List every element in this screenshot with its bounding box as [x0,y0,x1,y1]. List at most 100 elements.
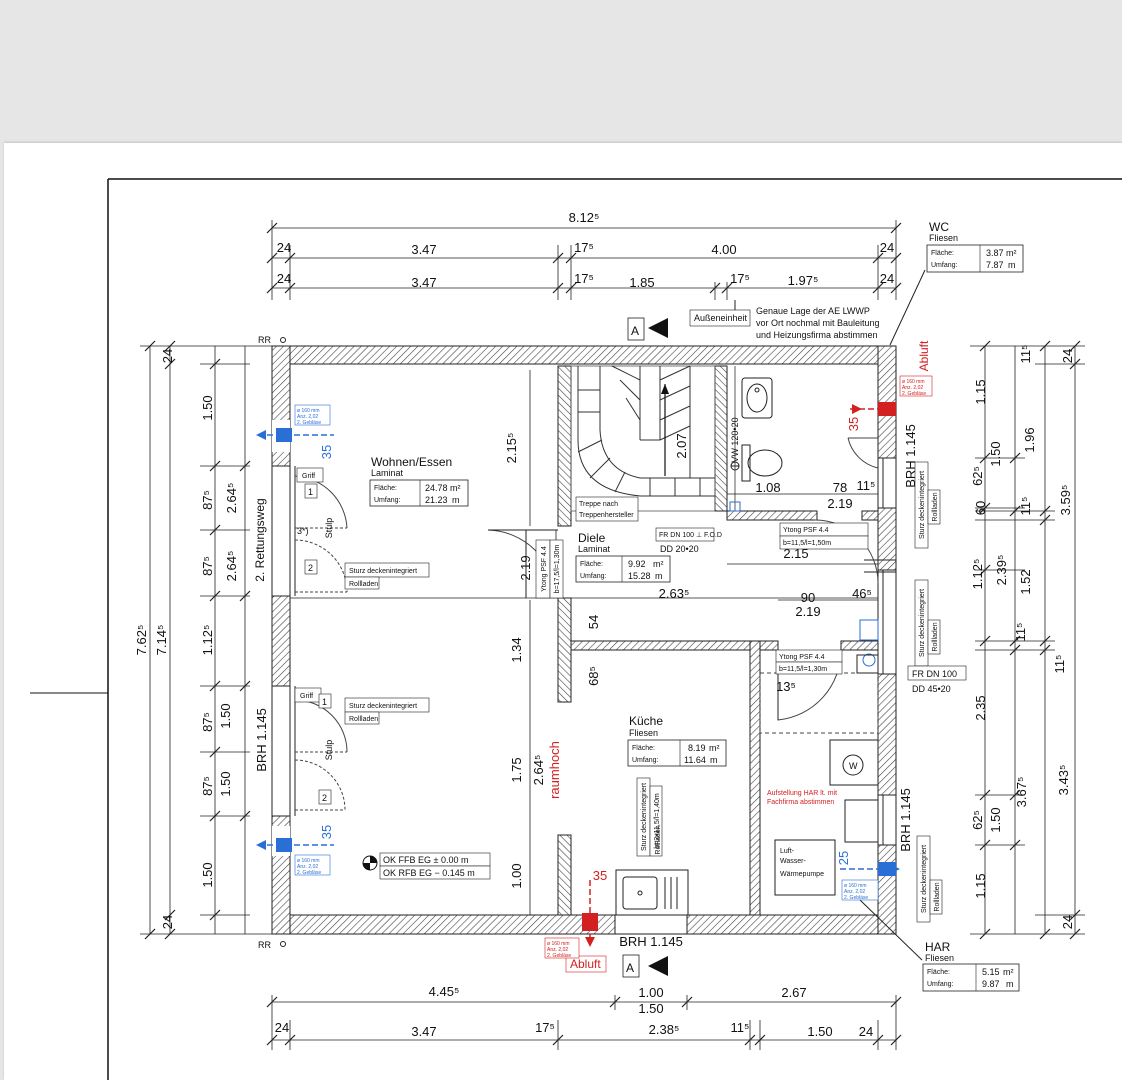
dim-left-outer-1: 7.14⁵ [154,625,169,656]
label-sturz-right-2: Sturz deckenintegriert [919,589,926,657]
dim-right-mid-4: 11⁵ [1052,655,1067,674]
label-dd-right: DD 45•20 [912,684,951,694]
label-treppe-1: Treppenhersteller [579,512,634,519]
dim-right-inner-4: 11⁵ [1013,623,1028,642]
label-ytong-diele: Ytong PSF 4.4 [541,546,548,592]
interior-walls [557,365,879,916]
label-sash-1-lower: 1 [322,697,327,707]
dim-int-9: 2.63⁵ [659,586,690,601]
dim-int-21: 35 [846,417,861,431]
dim-int-22: 35 [319,445,334,459]
dim-top1-2: 17⁵ [574,240,594,255]
dimension-lines [140,220,1085,1050]
room-wc-area-unit: m² [1006,248,1017,258]
room-kueche-floor: Fliesen [629,728,658,738]
dim-left-outer-0: 7.62⁵ [134,625,149,656]
dim-int-14: 1.34 [509,637,524,662]
valve-note-2-0: ø 160 mm [297,858,320,864]
room-diele-perim-label: Umfang: [580,573,607,580]
dim-top1-1: 3.47 [411,242,436,257]
dim-int-17: 2.64⁵ [531,755,546,786]
label-rr-bottom: RR [258,940,271,950]
room-wc-perim: 7.87 [986,260,1004,270]
room-har-perim-label: Umfang: [927,981,954,988]
dim-left-inner-8: 24 [160,915,175,929]
label-rr-top: RR [258,335,271,345]
label-har-note-1: Fachfirma abstimmen [767,799,834,806]
room-wohnen-perim: 21.23 [425,495,448,505]
dim-top2-2: 17⁵ [574,271,594,286]
label-treppe-0: Treppe nach [579,501,618,508]
valve-notes: ø 160 mm Anz. 2,02 2. Gebläse ø 160 mm A… [294,375,933,959]
label-ytong-har: Ytong PSF 4.4 [779,654,825,661]
dim-bottom2-5: 1.50 [807,1024,832,1039]
dim-left-opening-3: 1.50 [218,771,233,796]
room-wohnen-label: Wohnen/Essen Laminat Fläche: 24.78 m² Um… [369,455,469,507]
label-har-note-0: Aufstellung HAR lt. mit [767,790,837,797]
label-aussen-note-2: und Heizungsfirma abstimmen [756,330,878,340]
dim-int-8: 2.15 [783,546,808,561]
label-rettungsweg: 2. Rettungsweg [253,498,267,581]
dim-int-1: 2.07 [674,433,689,458]
label-sash-3: 3*) [297,526,309,536]
dim-right-inner-1: 62⁵ [970,466,985,486]
dim-bottom1-0: 4.45⁵ [429,984,460,999]
dim-int-4: 11⁵ [857,478,876,493]
dim-right-inner-2: 60 [973,501,988,515]
valve-note-3-1: Anz. 2,02 [902,385,923,391]
label-abluft-bottom: Abluft [570,957,601,971]
room-kueche-label: Küche Fliesen Fläche: 8.19 m² Umfang: 11… [627,714,727,767]
label-rollladen-right-1: Rollladen [932,492,939,521]
room-diele-label: Diele Laminat Fläche: 9.92 m² Umfang: 15… [575,531,671,583]
dim-right-mid-0: 1.50 [988,441,1003,466]
label-sash-2-lower: 2 [322,793,327,803]
window-left-lower [289,686,348,816]
dim-right-mid-1: 11⁵ [1018,497,1033,516]
room-wohnen-perim-label: Umfang: [374,497,401,504]
dim-left-opening-0: 2.64⁵ [224,483,239,514]
room-kueche-area: 8.19 [688,743,706,753]
dim-bottom2-0: 24 [275,1020,289,1035]
dim-bottom2-1: 3.47 [411,1024,436,1039]
dim-left-inner-6: 87⁵ [200,776,215,796]
label-ytong-diele-dim: b=17,5/l=1,30m [554,545,561,594]
dim-top1-3: 4.00 [711,242,736,257]
app-toolbar-area [0,0,1122,143]
room-diele-area: 9.92 [628,559,646,569]
valve-note-2-2: 2. Gebläse [297,870,321,876]
label-luft-wp-2: Wärmepumpe [780,871,824,878]
dim-top2-5: 1.97⁵ [788,273,819,288]
room-diele-name: Diele [578,531,606,545]
dim-int-11: 2.19 [795,604,820,619]
label-rollladen-upper: Rollladen [349,581,378,588]
dim-bottom1-3: 2.67 [781,985,806,1000]
label-stulp-upper: Stulp [324,518,334,539]
label-brh-bottom: BRH 1.145 [619,934,683,949]
valve-note-3-0: ø 160 mm [902,379,925,385]
room-wc-name: WC [929,220,949,234]
dim-int-18: 1.00 [509,863,524,888]
dim-right-outer-2: 24 [1060,915,1075,929]
dim-valve-left-lower: 35 [319,825,334,839]
dim-int-15: 68⁵ [586,666,601,686]
label-luft-wp-0: Luft- [780,848,795,855]
label-griff-upper: Griff [302,473,315,480]
dim-bottom2-3: 2.38⁵ [649,1022,680,1037]
dim-right-mid-2: 2.39⁵ [994,555,1009,586]
room-wc-area-label: Fläche: [931,250,954,257]
label-kueche-rollladen: Rollladen [655,825,662,854]
room-diele-area-unit: m² [653,559,664,569]
room-kueche-perim-unit: m [710,755,718,765]
label-luft-wp-1: Wasser- [780,858,806,865]
room-diele-perim-unit: m [655,571,663,581]
valve-note-1-0: ø 160 mm [297,408,320,414]
dim-left-inner-0: 24 [160,349,175,363]
dim-right-col3-1: 3.59⁵ [1058,485,1073,516]
dim-int-7: 2.19 [518,555,533,580]
label-griff-lower: Griff [300,693,313,700]
dim-left-inner-3: 87⁵ [200,556,215,576]
dim-int-12: 46⁵ [852,586,872,601]
label-aussen-note-1: vor Ort nochmal mit Bauleitung [756,318,880,328]
room-wc-floor: Fliesen [929,233,958,243]
valve-note-2-1: Anz. 2,02 [297,864,318,870]
